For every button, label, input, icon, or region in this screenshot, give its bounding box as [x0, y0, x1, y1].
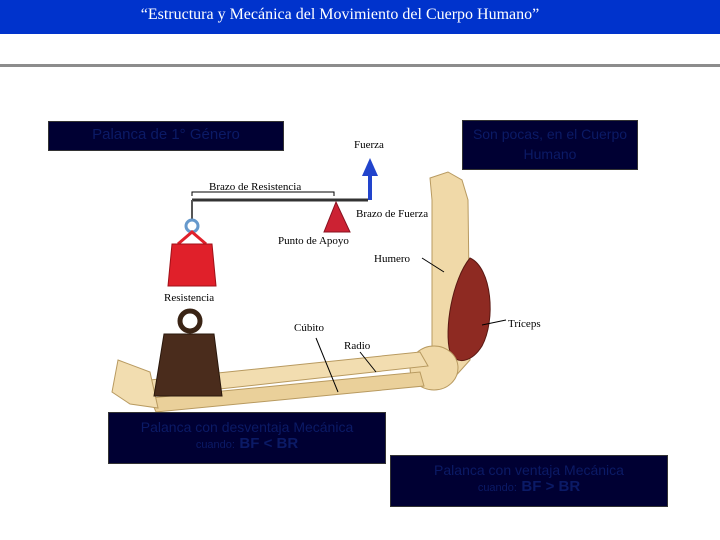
page-title: “Estructura y Mecánica del Movimiento de…: [140, 6, 540, 23]
radio-leader: [359, 351, 377, 373]
triceps-muscle: [447, 257, 491, 361]
label-triceps: Tríceps: [508, 318, 541, 330]
force-arrow-head: [362, 158, 378, 176]
weight-handle: [177, 230, 207, 246]
label-punto-apoyo: Punto de Apoyo: [278, 235, 349, 247]
resistance-arm-bracket: [191, 191, 335, 196]
advantage-box: Palanca con ventaja Mecánica cuando: BF …: [390, 455, 668, 507]
lever-type-box: Palanca de 1° Género: [48, 121, 284, 151]
divider: [0, 64, 720, 67]
fulcrum-triangle: [323, 200, 351, 233]
humero-leader: [421, 257, 445, 273]
cubito-leader: [315, 337, 339, 393]
label-resistencia: Resistencia: [164, 292, 215, 304]
few-in-body-box: Son pocas, en el Cuerpo Humano: [462, 120, 638, 170]
header-bar: “Estructura y Mecánica del Movimiento de…: [0, 0, 720, 34]
label-humero: Humero: [374, 253, 411, 265]
label-fuerza: Fuerza: [354, 139, 384, 151]
label-brazo-resistencia: Brazo de Resistencia: [209, 181, 302, 193]
label-radio: Radio: [344, 340, 371, 352]
disadvantage-box: Palanca con desventaja Mecánica cuando: …: [108, 412, 386, 464]
hand-bones: [111, 359, 159, 409]
weight-ring: [177, 308, 203, 334]
label-cubito: Cúbito: [294, 322, 324, 334]
iron-weight: [153, 333, 223, 397]
red-weight: [167, 243, 217, 287]
triceps-leader: [481, 319, 507, 326]
label-brazo-fuerza: Brazo de Fuerza: [356, 208, 429, 220]
